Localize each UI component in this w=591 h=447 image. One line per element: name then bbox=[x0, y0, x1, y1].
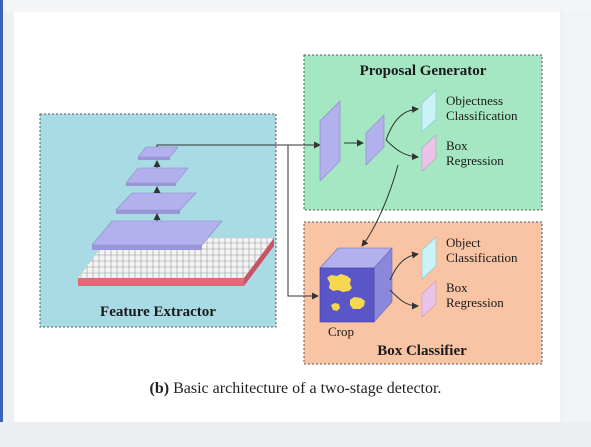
box-classifier-title: Box Classifier bbox=[377, 343, 467, 359]
classifier-box-regression-output-icon bbox=[421, 280, 437, 318]
rpn-box-label-line2: Regression bbox=[446, 153, 504, 168]
right-margin bbox=[563, 12, 591, 422]
proposal-generator-box bbox=[303, 54, 543, 211]
object-classification-output-icon bbox=[421, 236, 437, 280]
box-regression-output-icon bbox=[421, 134, 437, 172]
objectness-label-line2: Classification bbox=[446, 108, 518, 123]
feature-extractor-box bbox=[39, 113, 277, 328]
top-margin bbox=[0, 0, 591, 12]
rpn-box-label-line1: Box bbox=[446, 138, 468, 153]
connectors bbox=[156, 141, 321, 300]
object-label-line1: Object bbox=[446, 235, 481, 250]
proposal-to-classifier-arrow bbox=[361, 164, 399, 247]
crop-region-2 bbox=[350, 297, 365, 309]
objectness-label-line1: Objectness bbox=[446, 93, 503, 108]
object-label-line2: Classification bbox=[446, 250, 518, 265]
crop-cube bbox=[319, 247, 419, 323]
left-edge-bar bbox=[0, 0, 3, 447]
feature-pyramid bbox=[91, 146, 223, 250]
crop-label: Crop bbox=[328, 324, 354, 339]
caption-label: (b) bbox=[149, 380, 170, 397]
proposal-layers bbox=[319, 100, 419, 182]
figure-caption: (b) Basic architecture of a two-stage de… bbox=[0, 380, 591, 398]
rpn-layer-2 bbox=[365, 114, 385, 166]
proposal-generator-title: Proposal Generator bbox=[360, 63, 487, 79]
caption-text: Basic architecture of a two-stage detect… bbox=[173, 380, 442, 397]
crop-region-3 bbox=[331, 303, 340, 311]
pyramid-layer-1 bbox=[91, 220, 223, 246]
bottom-margin bbox=[0, 422, 591, 447]
crop-region-1 bbox=[327, 274, 352, 292]
rpn-layer-1 bbox=[319, 100, 341, 182]
classifier-box-label-line2: Regression bbox=[446, 295, 504, 310]
feature-extractor-title: Feature Extractor bbox=[100, 304, 216, 320]
objectness-output-icon bbox=[421, 89, 437, 133]
classifier-box-label-line1: Box bbox=[446, 280, 468, 295]
